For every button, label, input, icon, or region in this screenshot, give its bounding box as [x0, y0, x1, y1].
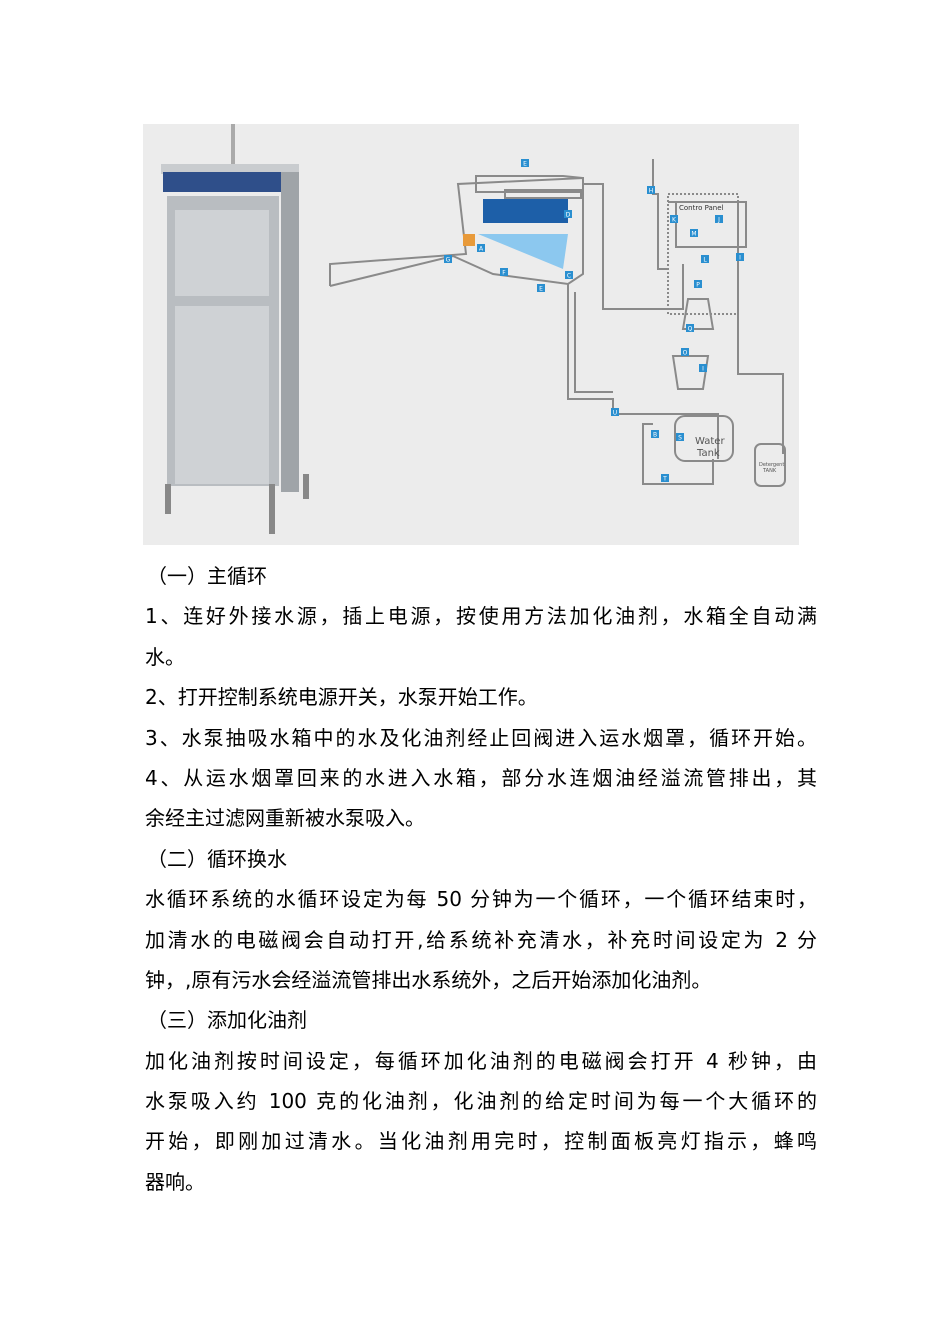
paragraph-line: 1、连好外接水源，插上电源，按使用方法加化油剂，水箱全自动满 [145, 604, 817, 629]
component-marker [681, 348, 689, 356]
component-marker [537, 284, 545, 292]
paragraph-line: 水循环系统的水循环设定为每 50 分钟为一个循环，一个循环结束时， [145, 887, 817, 912]
paragraph-line: 2、打开控制系统电源开关，水泵开始工作。 [145, 685, 538, 710]
component-letter: D [566, 212, 571, 219]
nozzle [463, 234, 475, 246]
paragraph-line: 钟，,原有污水会经溢流管排出水系统外，之后开始添加化油剂。 [145, 967, 712, 992]
paragraph-line: 加化油剂按时间设定，每循环加化油剂的电磁阀会打开 4 秒钟，由 [145, 1048, 817, 1073]
control-panel-label: Contro Panel [679, 204, 724, 212]
paragraph-line: 水。 [145, 644, 185, 669]
component-letter: Q [688, 326, 693, 333]
component-letter: K [672, 217, 677, 224]
component-marker [686, 324, 694, 332]
component-letter: I [739, 255, 741, 262]
component-letter: P [696, 282, 700, 289]
component-letter: J [717, 217, 720, 224]
component-letter: O [683, 350, 688, 357]
component-letter: E [539, 286, 543, 293]
water-spray [478, 234, 568, 269]
paragraph-line: 余经主过滤网重新被水泵吸入。 [145, 806, 425, 831]
component-letter: H [649, 188, 654, 195]
component-marker [647, 186, 655, 194]
paragraph-line: 加清水的电磁阀会自动打开,给系统补充清水，补充时间设定为 2 分 [145, 927, 817, 952]
component-marker [736, 253, 744, 261]
component-marker [564, 210, 572, 218]
component-letter-labels: E D A G F C E H K J M L I P Q O I U B S T [444, 159, 744, 483]
paragraph-line: 水泵吸入约 100 克的化油剂，化油剂的给定时间为每一个大循环的 [145, 1089, 817, 1114]
water-tank-label-1: Water [695, 436, 725, 447]
component-marker [699, 364, 707, 372]
component-letter: C [567, 273, 571, 280]
component-letter: S [678, 435, 682, 442]
detergent-tank-label-1: Detergent [759, 462, 784, 468]
paragraph-line: 4、从运水烟罩回来的水进入水箱，部分水连烟油经溢流管排出，其 [145, 765, 817, 790]
filter-panel [483, 199, 568, 223]
component-letter: F [502, 270, 506, 277]
cabinet-and-schematic: Contro Panel Water Tank Detergent TANK E… [161, 124, 786, 534]
section-heading: （三）添加化油剂 [147, 1008, 307, 1033]
component-marker [565, 271, 573, 279]
component-letter: T [662, 476, 667, 483]
component-letter: M [691, 231, 696, 238]
component-letter: B [653, 432, 657, 439]
component-marker [661, 474, 669, 482]
component-marker [694, 280, 702, 288]
section-heading: （一）主循环 [147, 564, 267, 588]
component-marker [500, 268, 508, 276]
component-marker [651, 430, 659, 438]
component-letter: L [703, 257, 707, 264]
component-marker [521, 159, 529, 167]
component-marker [690, 229, 698, 237]
component-marker [477, 244, 485, 252]
component-letter: U [613, 410, 617, 417]
component-marker [444, 255, 452, 263]
paragraph-line: 器响。 [145, 1169, 205, 1194]
component-letter: I [702, 366, 704, 373]
component-letter: E [523, 161, 527, 168]
component-letter: A [479, 246, 484, 253]
component-marker [611, 408, 619, 416]
component-marker [715, 215, 723, 223]
component-marker [701, 255, 709, 263]
component-letter: G [446, 257, 451, 264]
section-heading: （二）循环换水 [147, 846, 287, 871]
cabinet-illustration [161, 124, 309, 534]
component-marker [676, 433, 684, 441]
product-figure: Contro Panel Water Tank Detergent TANK E… [143, 124, 799, 545]
detergent-tank-label-2: TANK [762, 468, 777, 474]
paragraph-line: 3、水泵抽吸水箱中的水及化油剂经止回阀进入运水烟罩，循环开始。 [145, 725, 817, 750]
component-marker [670, 215, 678, 223]
water-circulation-schematic [329, 159, 786, 487]
water-tank-label-2: Tank [696, 448, 720, 459]
document-body: （一）主循环 1、连好外接水源，插上电源，按使用方法加化油剂，水箱全自动满水。 2、… [145, 560, 817, 1206]
paragraph-line: 开始，即刚加过清水。当化油剂用完时，控制面板亮灯指示，蜂鸣 [145, 1129, 817, 1154]
